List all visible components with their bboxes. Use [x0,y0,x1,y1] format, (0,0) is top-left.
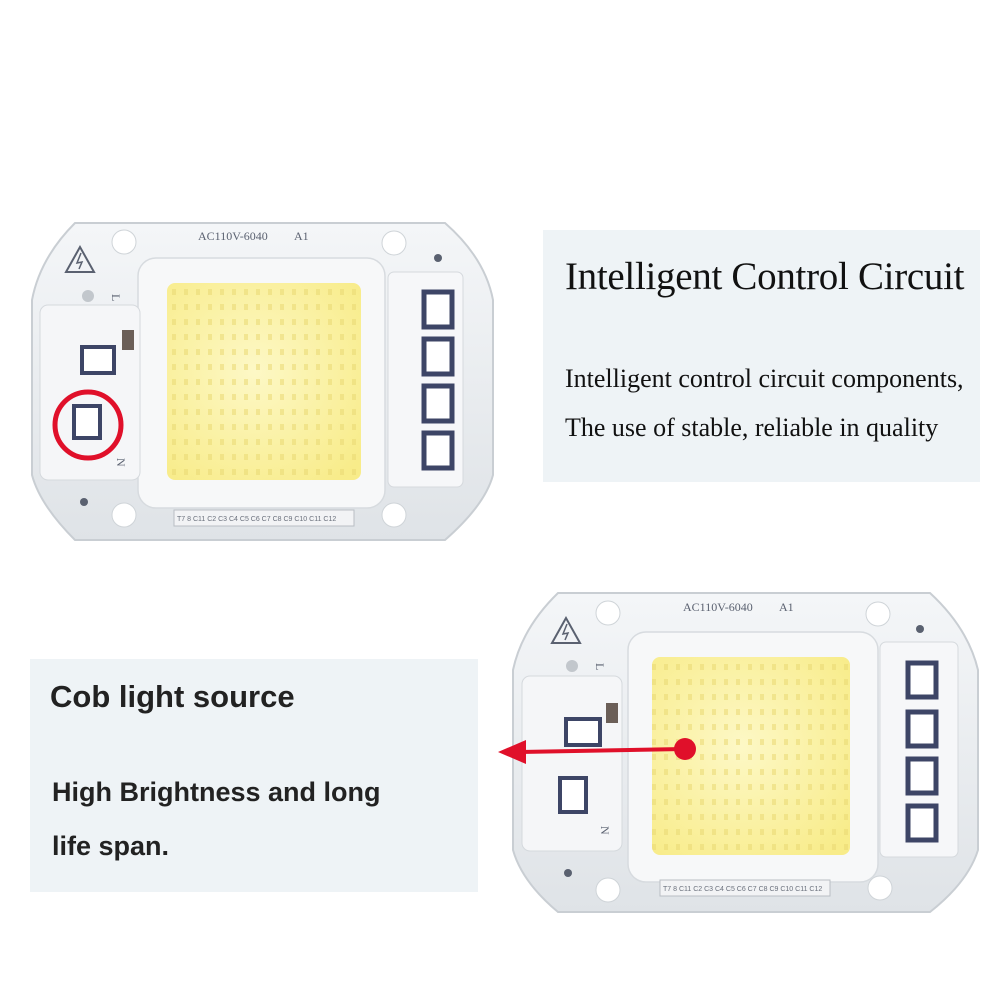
driver-chip [421,430,455,471]
panel-text-line: Intelligent control circuit components, [565,364,964,393]
connector-label: T7 8 C11 C2 C3 C4 C5 C6 C7 C8 C9 C10 C11… [663,886,822,893]
board-model-label: AC110V-6040 [198,229,268,243]
driver-chip [421,289,455,330]
driver-chip [421,336,455,377]
connector-strip [659,879,831,897]
driver-chip [905,660,939,700]
mount-hole [595,600,621,626]
pin-l-label: L [593,663,607,670]
pin-n-label: N [598,826,612,835]
mount-hole [867,875,893,901]
driver-chip [905,756,939,796]
control-circuit-panel: Intelligent Control Circuit Intelligent … [543,230,980,482]
mount-hole [381,502,407,528]
pad-n [558,776,588,814]
panel-title: Intelligent Control Circuit [565,255,965,298]
pin-n-label: N [114,458,128,467]
driver-chip [905,803,939,843]
mount-hole [111,229,137,255]
warning-icon [64,244,96,273]
connector-label: T7 8 C11 C2 C3 C4 C5 C6 C7 C8 C9 C10 C11… [177,516,336,523]
panel-text-line: life span. [52,831,170,861]
cob-light-panel: Cob light source High Brightness and lon… [30,659,478,892]
pointer-arrow [498,738,696,764]
driver-chip [421,383,455,424]
pin-l-label: L [109,294,123,301]
board-model-label: AC110V-6040 [683,600,753,614]
pad-l [564,717,602,747]
board-revision-label: A1 [294,229,309,243]
panel-title: Cob light source [50,679,295,714]
highlight-circle [52,389,124,461]
mount-hole [865,601,891,627]
mount-hole [111,502,137,528]
mount-hole [381,230,407,256]
pad-l [80,345,116,375]
driver-chip [905,709,939,749]
connector-strip [173,509,355,527]
warning-icon [550,615,582,644]
mount-hole [595,877,621,903]
pad-n [72,404,102,440]
panel-text-line: High Brightness and long [52,777,381,807]
panel-text-line: The use of stable, reliable in quality [565,413,939,442]
board-revision-label: A1 [779,600,794,614]
